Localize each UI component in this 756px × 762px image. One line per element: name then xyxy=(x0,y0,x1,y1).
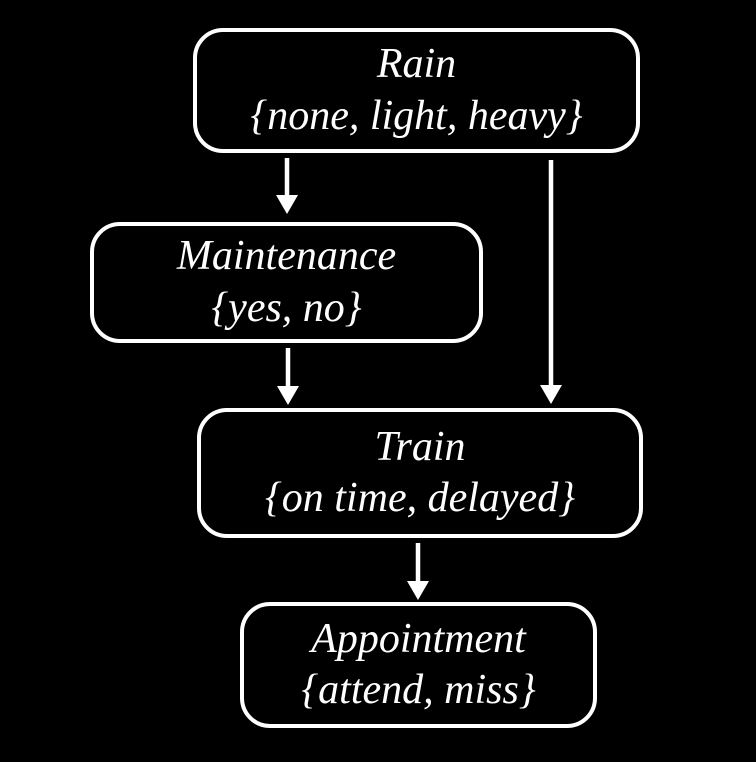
node-maintenance: Maintenance {yes, no} xyxy=(90,222,483,343)
node-train: Train {on time, delayed} xyxy=(197,408,643,538)
arrow-rain-to-maintenance xyxy=(276,158,298,214)
arrow-rain-to-train xyxy=(540,160,562,404)
node-maintenance-label: Maintenance xyxy=(176,233,397,280)
arrow-maintenance-to-train xyxy=(277,348,299,405)
node-appointment-values: {attend, miss} xyxy=(301,667,536,713)
node-appointment-label: Appointment xyxy=(311,615,526,662)
node-train-label: Train xyxy=(374,423,466,470)
node-rain-label: Rain xyxy=(376,41,457,88)
node-train-values: {on time, delayed} xyxy=(265,475,575,521)
node-rain-values: {none, light, heavy} xyxy=(250,92,583,139)
arrow-train-to-appointment xyxy=(407,543,429,600)
node-rain: Rain {none, light, heavy} xyxy=(193,28,640,153)
node-maintenance-values: {yes, no} xyxy=(211,284,362,331)
node-appointment: Appointment {attend, miss} xyxy=(240,602,597,728)
